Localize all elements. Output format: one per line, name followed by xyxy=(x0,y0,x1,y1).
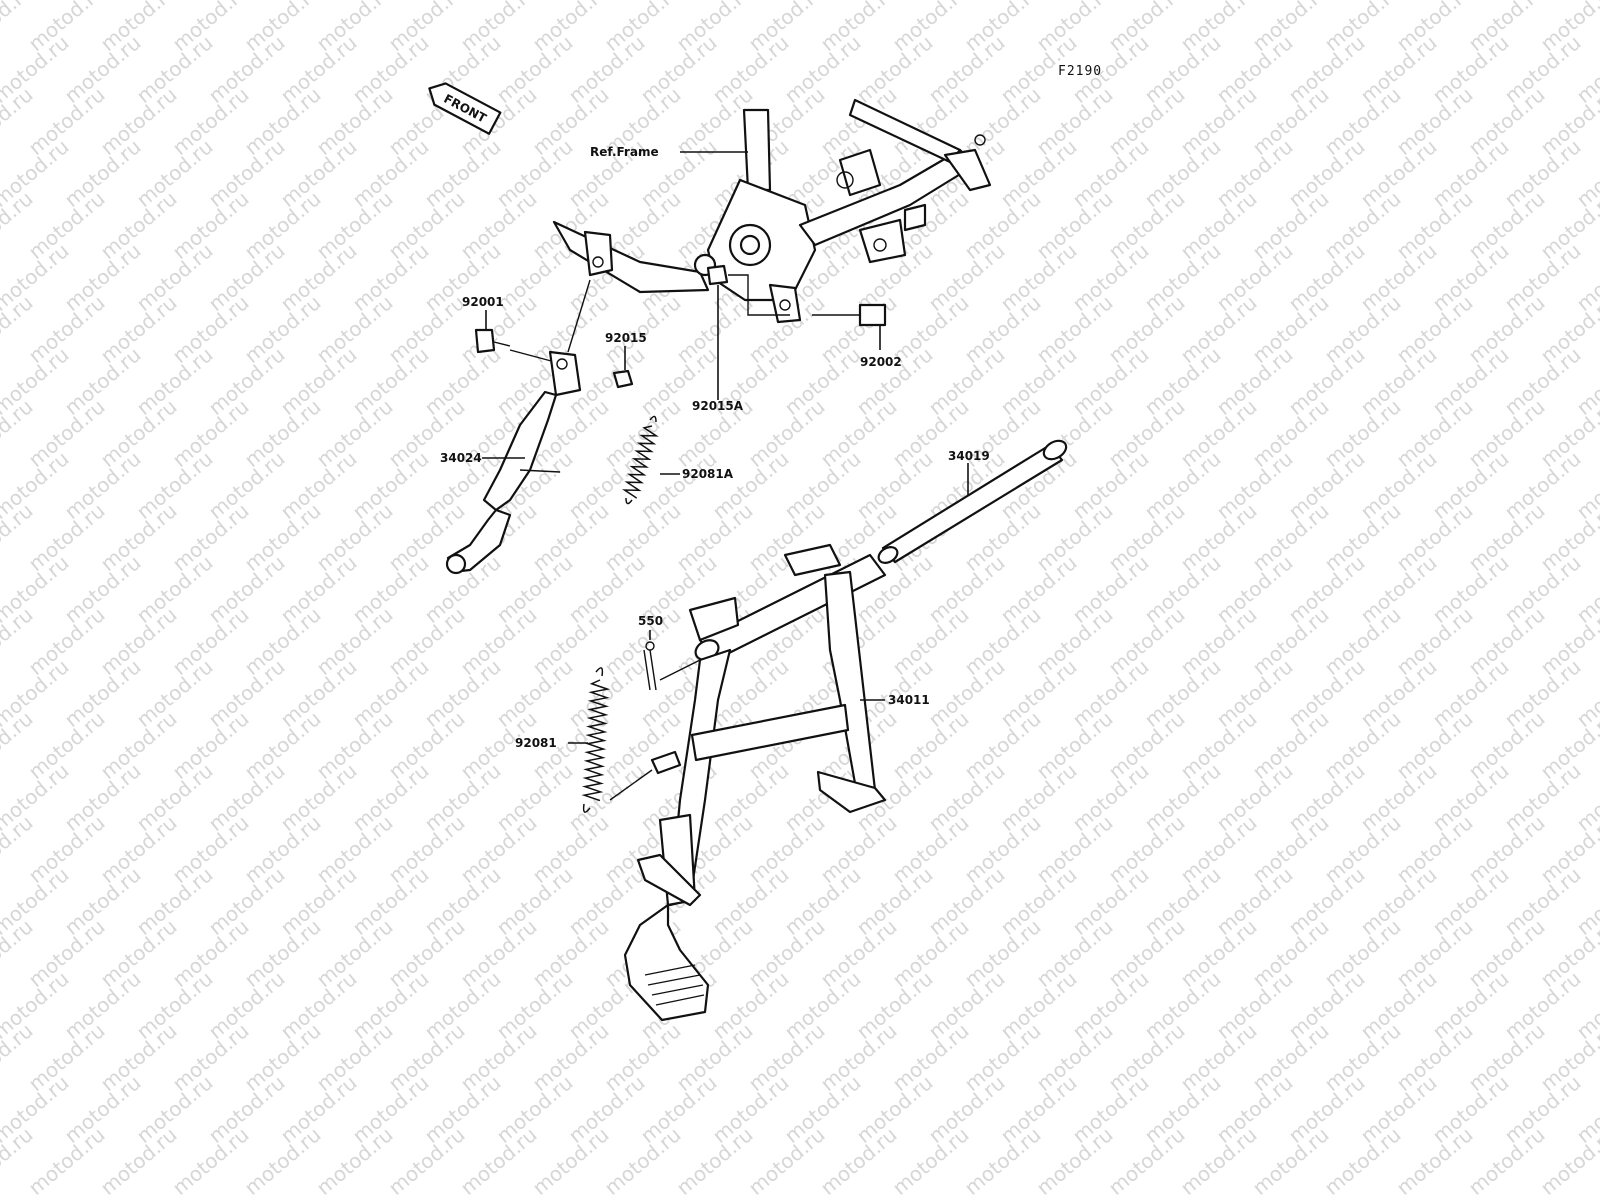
label-34024: 34024 xyxy=(440,451,482,465)
bolt-92002 xyxy=(812,303,887,327)
frame-part xyxy=(552,98,992,324)
label-ref-frame: Ref.Frame xyxy=(590,145,659,159)
label-34011: 34011 xyxy=(888,693,930,707)
label-92001: 92001 xyxy=(462,295,504,309)
shaft-34019 xyxy=(877,439,1068,564)
diagram-code: F2190 xyxy=(1058,64,1102,79)
nut-92015A xyxy=(706,264,729,286)
spring-92081 xyxy=(581,667,611,813)
label-34019: 34019 xyxy=(948,449,990,463)
spring-92081A xyxy=(621,415,659,505)
label-92002: 92002 xyxy=(860,355,902,369)
side-stand-34024 xyxy=(445,350,582,575)
pin-center-stand xyxy=(650,750,682,775)
cotter-pin-550 xyxy=(643,641,657,691)
label-92081: 92081 xyxy=(515,736,557,750)
label-92081A: 92081A xyxy=(682,467,734,481)
label-92015: 92015 xyxy=(605,331,647,345)
watermark-text: motod.ru xyxy=(1572,0,1600,4)
label-92015A: 92015A xyxy=(692,399,744,413)
label-550: 550 xyxy=(638,614,663,628)
nut-92015 xyxy=(612,369,634,389)
center-stand-34011 xyxy=(623,543,887,1022)
